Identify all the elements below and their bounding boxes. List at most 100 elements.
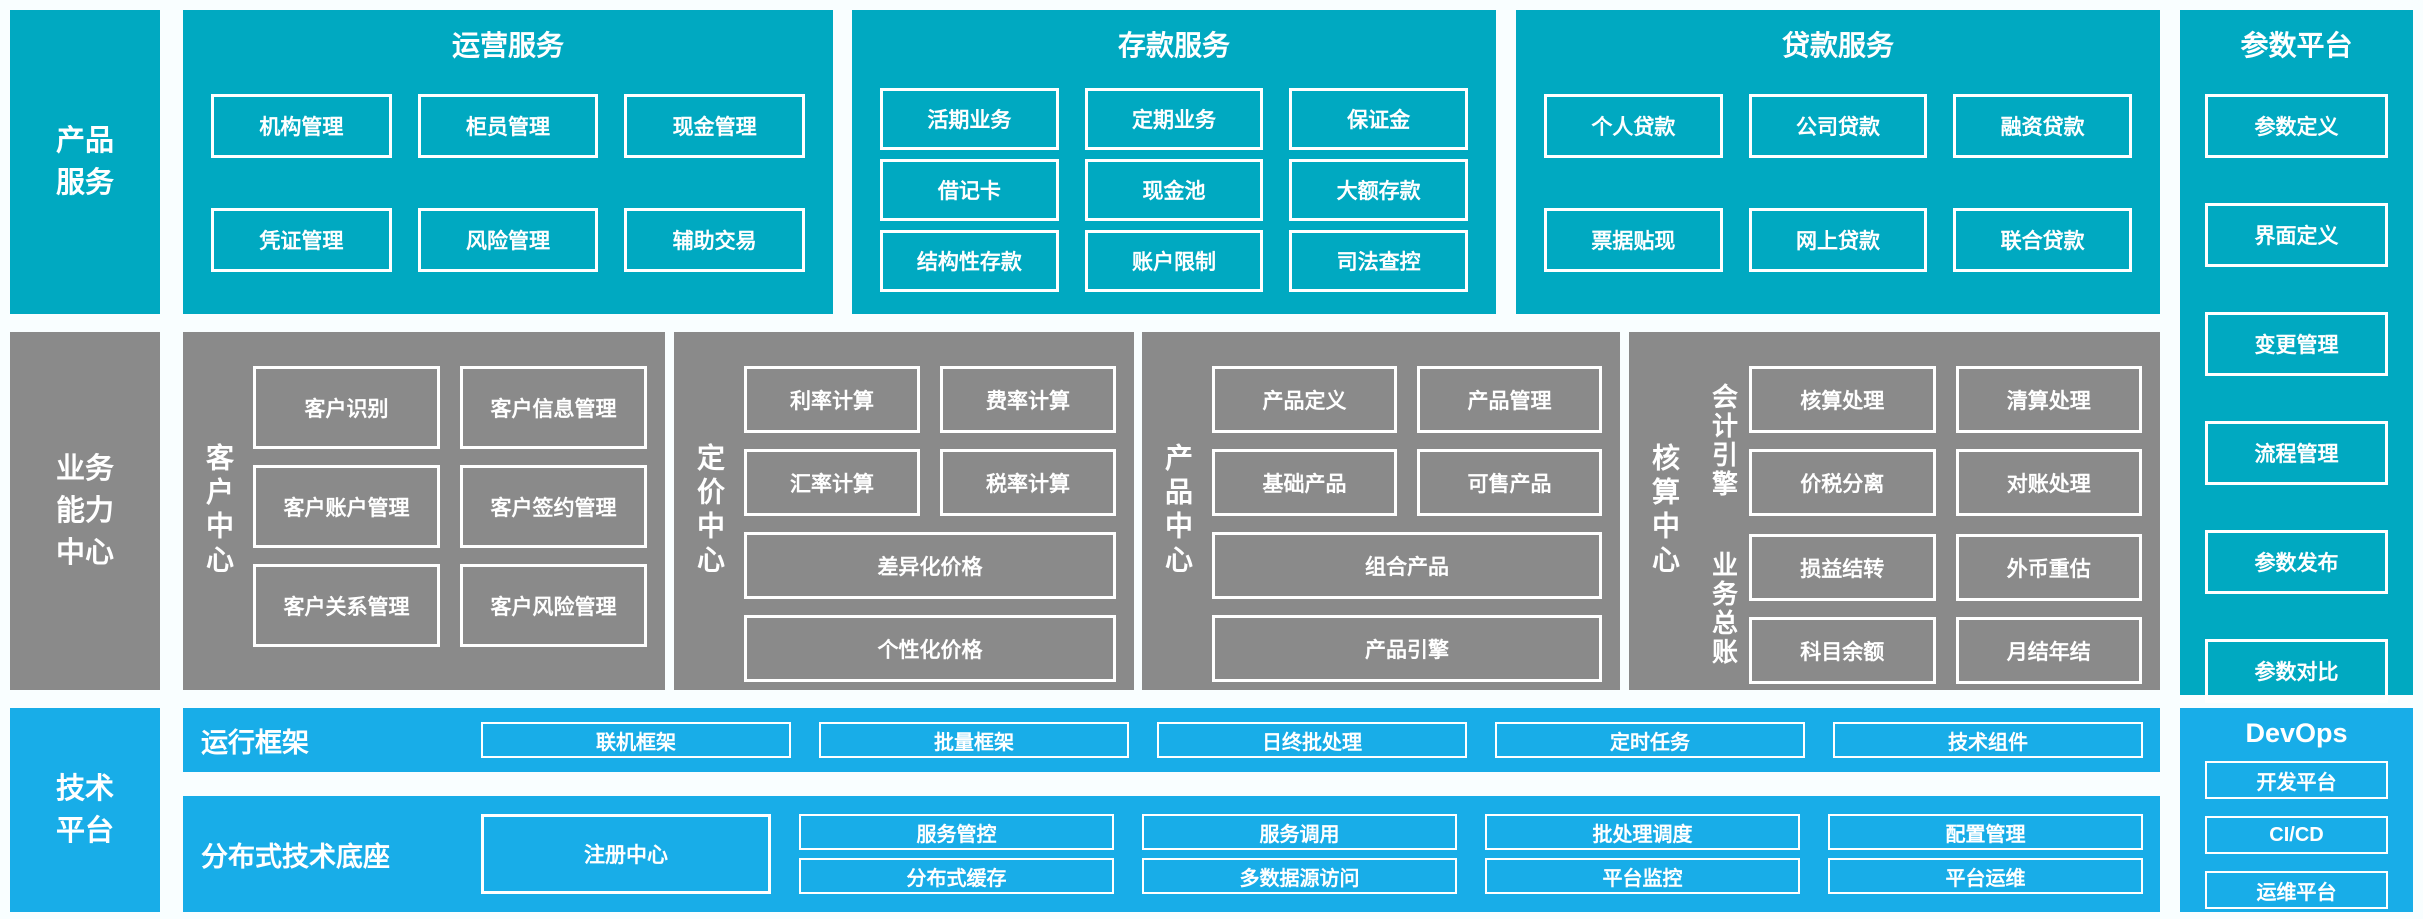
capability-box: 汇率计算 [744, 449, 920, 516]
business-ledger-group: 业务总账 损益结转 外币重估 科目余额 月结年结 [1699, 534, 2142, 684]
center-content: 会计引擎 核算处理 清算处理 价税分离 对账处理 业务总账 损益结转 外币重估 … [1699, 332, 2160, 690]
capability-box: 差异化价格 [744, 532, 1116, 599]
capability-box: 利率计算 [744, 366, 920, 433]
rail-product-services: 产品服务 [10, 10, 160, 314]
runtime-framework-bar: 运行框架 联机框架 批量框架 日终批处理 定时任务 技术组件 [183, 708, 2160, 772]
section-operations-services: 运营服务 机构管理 柜员管理 现金管理 凭证管理 风险管理 辅助交易 [183, 10, 833, 314]
center-content: 产品定义 产品管理 基础产品 可售产品 组合产品 产品引擎 [1212, 332, 1620, 690]
service-box: 参数发布 [2205, 530, 2388, 594]
center-label-wrap: 客户中心 [183, 332, 253, 690]
service-box: 个人贷款 [1544, 94, 1723, 158]
platform-box: 配置管理 [1828, 814, 2143, 850]
platform-box: 联机框架 [481, 722, 791, 758]
service-box: 参数对比 [2205, 639, 2388, 703]
service-box: 辅助交易 [624, 208, 805, 272]
service-box: 借记卡 [880, 159, 1059, 221]
center-label-wrap: 核算中心 [1629, 332, 1699, 690]
platform-box: 技术组件 [1833, 722, 2143, 758]
capability-box: 客户关系管理 [253, 564, 440, 647]
capability-box: 对账处理 [1955, 449, 2142, 516]
platform-box: 批处理调度 [1485, 814, 1800, 850]
group-grid: 损益结转 外币重估 科目余额 月结年结 [1749, 534, 2142, 684]
section-loan-services: 贷款服务 个人贷款 公司贷款 融资贷款 票据贴现 网上贷款 联合贷款 [1516, 10, 2160, 314]
accounting-engine-group: 会计引擎 核算处理 清算处理 价税分离 对账处理 [1699, 366, 2142, 516]
rail-product-label: 产品服务 [55, 124, 114, 199]
center-label: 客户中心 [203, 443, 234, 579]
capability-box: 费率计算 [940, 366, 1116, 433]
capability-box: 基础产品 [1212, 449, 1397, 516]
capability-box: 清算处理 [1955, 366, 2142, 433]
section-grid: 活期业务 定期业务 保证金 借记卡 现金池 大额存款 结构性存款 账户限制 司法… [852, 88, 1496, 292]
service-box: 账户限制 [1084, 230, 1264, 292]
center-accounting: 核算中心 会计引擎 核算处理 清算处理 价税分离 对账处理 业务总账 损 [1629, 332, 2160, 690]
service-box: 大额存款 [1289, 159, 1468, 221]
service-box: 融资贷款 [1953, 94, 2132, 158]
group-label: 业务总账 [1708, 551, 1739, 667]
section-devops: DevOps 开发平台 CI/CD 运维平台 [2180, 708, 2413, 912]
platform-box: 日终批处理 [1157, 722, 1467, 758]
service-box: 定期业务 [1084, 88, 1264, 150]
platform-box: 批量框架 [819, 722, 1129, 758]
section-title: 存款服务 [1117, 30, 1230, 61]
platform-box: 服务调用 [1142, 814, 1457, 850]
capability-box: 客户风险管理 [460, 564, 647, 647]
service-box: 现金管理 [624, 94, 805, 158]
group-grid: 核算处理 清算处理 价税分离 对账处理 [1749, 366, 2142, 516]
center-label: 产品中心 [1162, 443, 1193, 579]
service-box: 公司贷款 [1748, 94, 1928, 158]
rail-technology-platform: 技术平台 [10, 708, 160, 912]
service-box: 风险管理 [417, 208, 599, 272]
capability-box: 产品管理 [1417, 366, 1602, 433]
group-label-wrap: 业务总账 [1699, 534, 1749, 684]
service-box: 参数定义 [2205, 94, 2388, 158]
platform-box: 定时任务 [1495, 722, 1805, 758]
bar-label: 运行框架 [201, 727, 309, 758]
section-title: DevOps [2245, 718, 2348, 748]
center-product: 产品中心 产品定义 产品管理 基础产品 可售产品 组合产品 产品引擎 [1142, 332, 1620, 690]
platform-box: 运维平台 [2205, 871, 2388, 909]
rail-business-capability-center: 业务能力中心 [10, 332, 160, 690]
service-box: 流程管理 [2205, 421, 2388, 485]
service-box: 司法查控 [1289, 230, 1468, 292]
service-box: 活期业务 [880, 88, 1059, 150]
platform-box: CI/CD [2205, 816, 2388, 854]
capability-box: 月结年结 [1955, 617, 2142, 684]
capability-box: 科目余额 [1749, 617, 1936, 684]
platform-box-column: 服务管控 分布式缓存 [799, 814, 1114, 894]
capability-box: 客户识别 [253, 366, 440, 449]
capability-box: 客户签约管理 [460, 465, 647, 548]
platform-box: 服务管控 [799, 814, 1114, 850]
section-title: 运营服务 [451, 30, 564, 61]
platform-box: 平台运维 [1828, 858, 2143, 894]
service-box: 联合贷款 [1953, 208, 2132, 272]
section-grid: 开发平台 CI/CD 运维平台 [2180, 749, 2413, 909]
center-grid: 产品定义 产品管理 基础产品 可售产品 组合产品 产品引擎 [1212, 366, 1602, 682]
capability-box: 核算处理 [1749, 366, 1936, 433]
platform-box: 平台监控 [1485, 858, 1800, 894]
service-box: 柜员管理 [417, 94, 599, 158]
section-grid: 参数定义 界面定义 变更管理 流程管理 参数发布 参数对比 [2180, 64, 2413, 703]
bar-label: 分布式技术底座 [201, 841, 390, 872]
capability-box: 价税分离 [1749, 449, 1936, 516]
capability-box: 外币重估 [1955, 534, 2142, 601]
group-label: 会计引擎 [1708, 383, 1739, 499]
center-label-wrap: 定价中心 [674, 332, 744, 690]
platform-box: 分布式缓存 [799, 858, 1114, 894]
section-grid: 个人贷款 公司贷款 融资贷款 票据贴现 网上贷款 联合贷款 [1516, 94, 2160, 272]
rail-tech-label: 技术平台 [55, 772, 114, 847]
capability-box: 客户信息管理 [460, 366, 647, 449]
service-box: 界面定义 [2205, 203, 2388, 267]
group-label-wrap: 会计引擎 [1699, 366, 1749, 516]
capability-box: 产品定义 [1212, 366, 1397, 433]
service-box: 凭证管理 [211, 208, 392, 272]
capability-box: 税率计算 [940, 449, 1116, 516]
service-box: 变更管理 [2205, 312, 2388, 376]
capability-box: 组合产品 [1212, 532, 1602, 599]
center-content: 客户识别 客户信息管理 客户账户管理 客户签约管理 客户关系管理 客户风险管理 [253, 332, 665, 690]
section-title: 参数平台 [2240, 30, 2353, 61]
service-box: 现金池 [1084, 159, 1264, 221]
service-box: 票据贴现 [1544, 208, 1723, 272]
center-label: 核算中心 [1649, 443, 1680, 579]
service-box: 机构管理 [211, 94, 392, 158]
